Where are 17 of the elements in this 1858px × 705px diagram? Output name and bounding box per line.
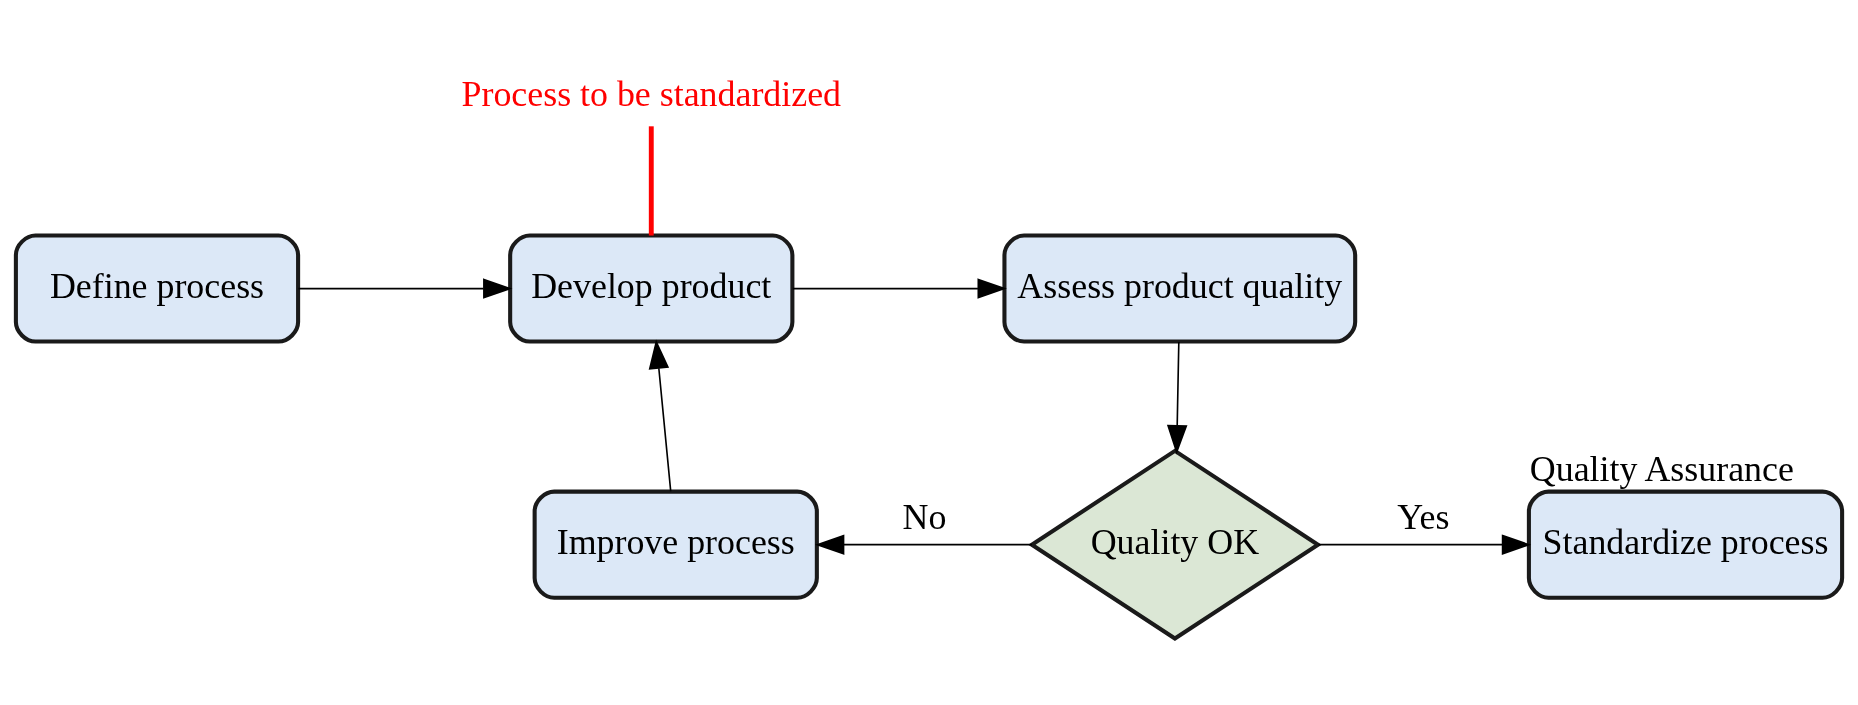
arrow [1166, 340, 1188, 454]
arrow [648, 339, 672, 492]
edge-label: No [902, 496, 947, 537]
edge-label: Yes [1397, 496, 1450, 537]
arrow [791, 277, 1007, 299]
node-box: Define process [13, 233, 301, 344]
node-text: Process to be standardized [461, 73, 842, 114]
node-diamond: Quality OK [1028, 447, 1322, 641]
arrow [1317, 533, 1532, 555]
node-box: Assess product quality [1002, 233, 1358, 344]
connector [648, 125, 654, 236]
node-box: Develop product [508, 233, 795, 344]
node-box: Improve process [532, 489, 819, 600]
node-box: Standardize process [1526, 489, 1845, 600]
arrow [815, 533, 1033, 555]
node-label: Quality Assurance [1529, 448, 1794, 489]
arrow [297, 277, 513, 299]
